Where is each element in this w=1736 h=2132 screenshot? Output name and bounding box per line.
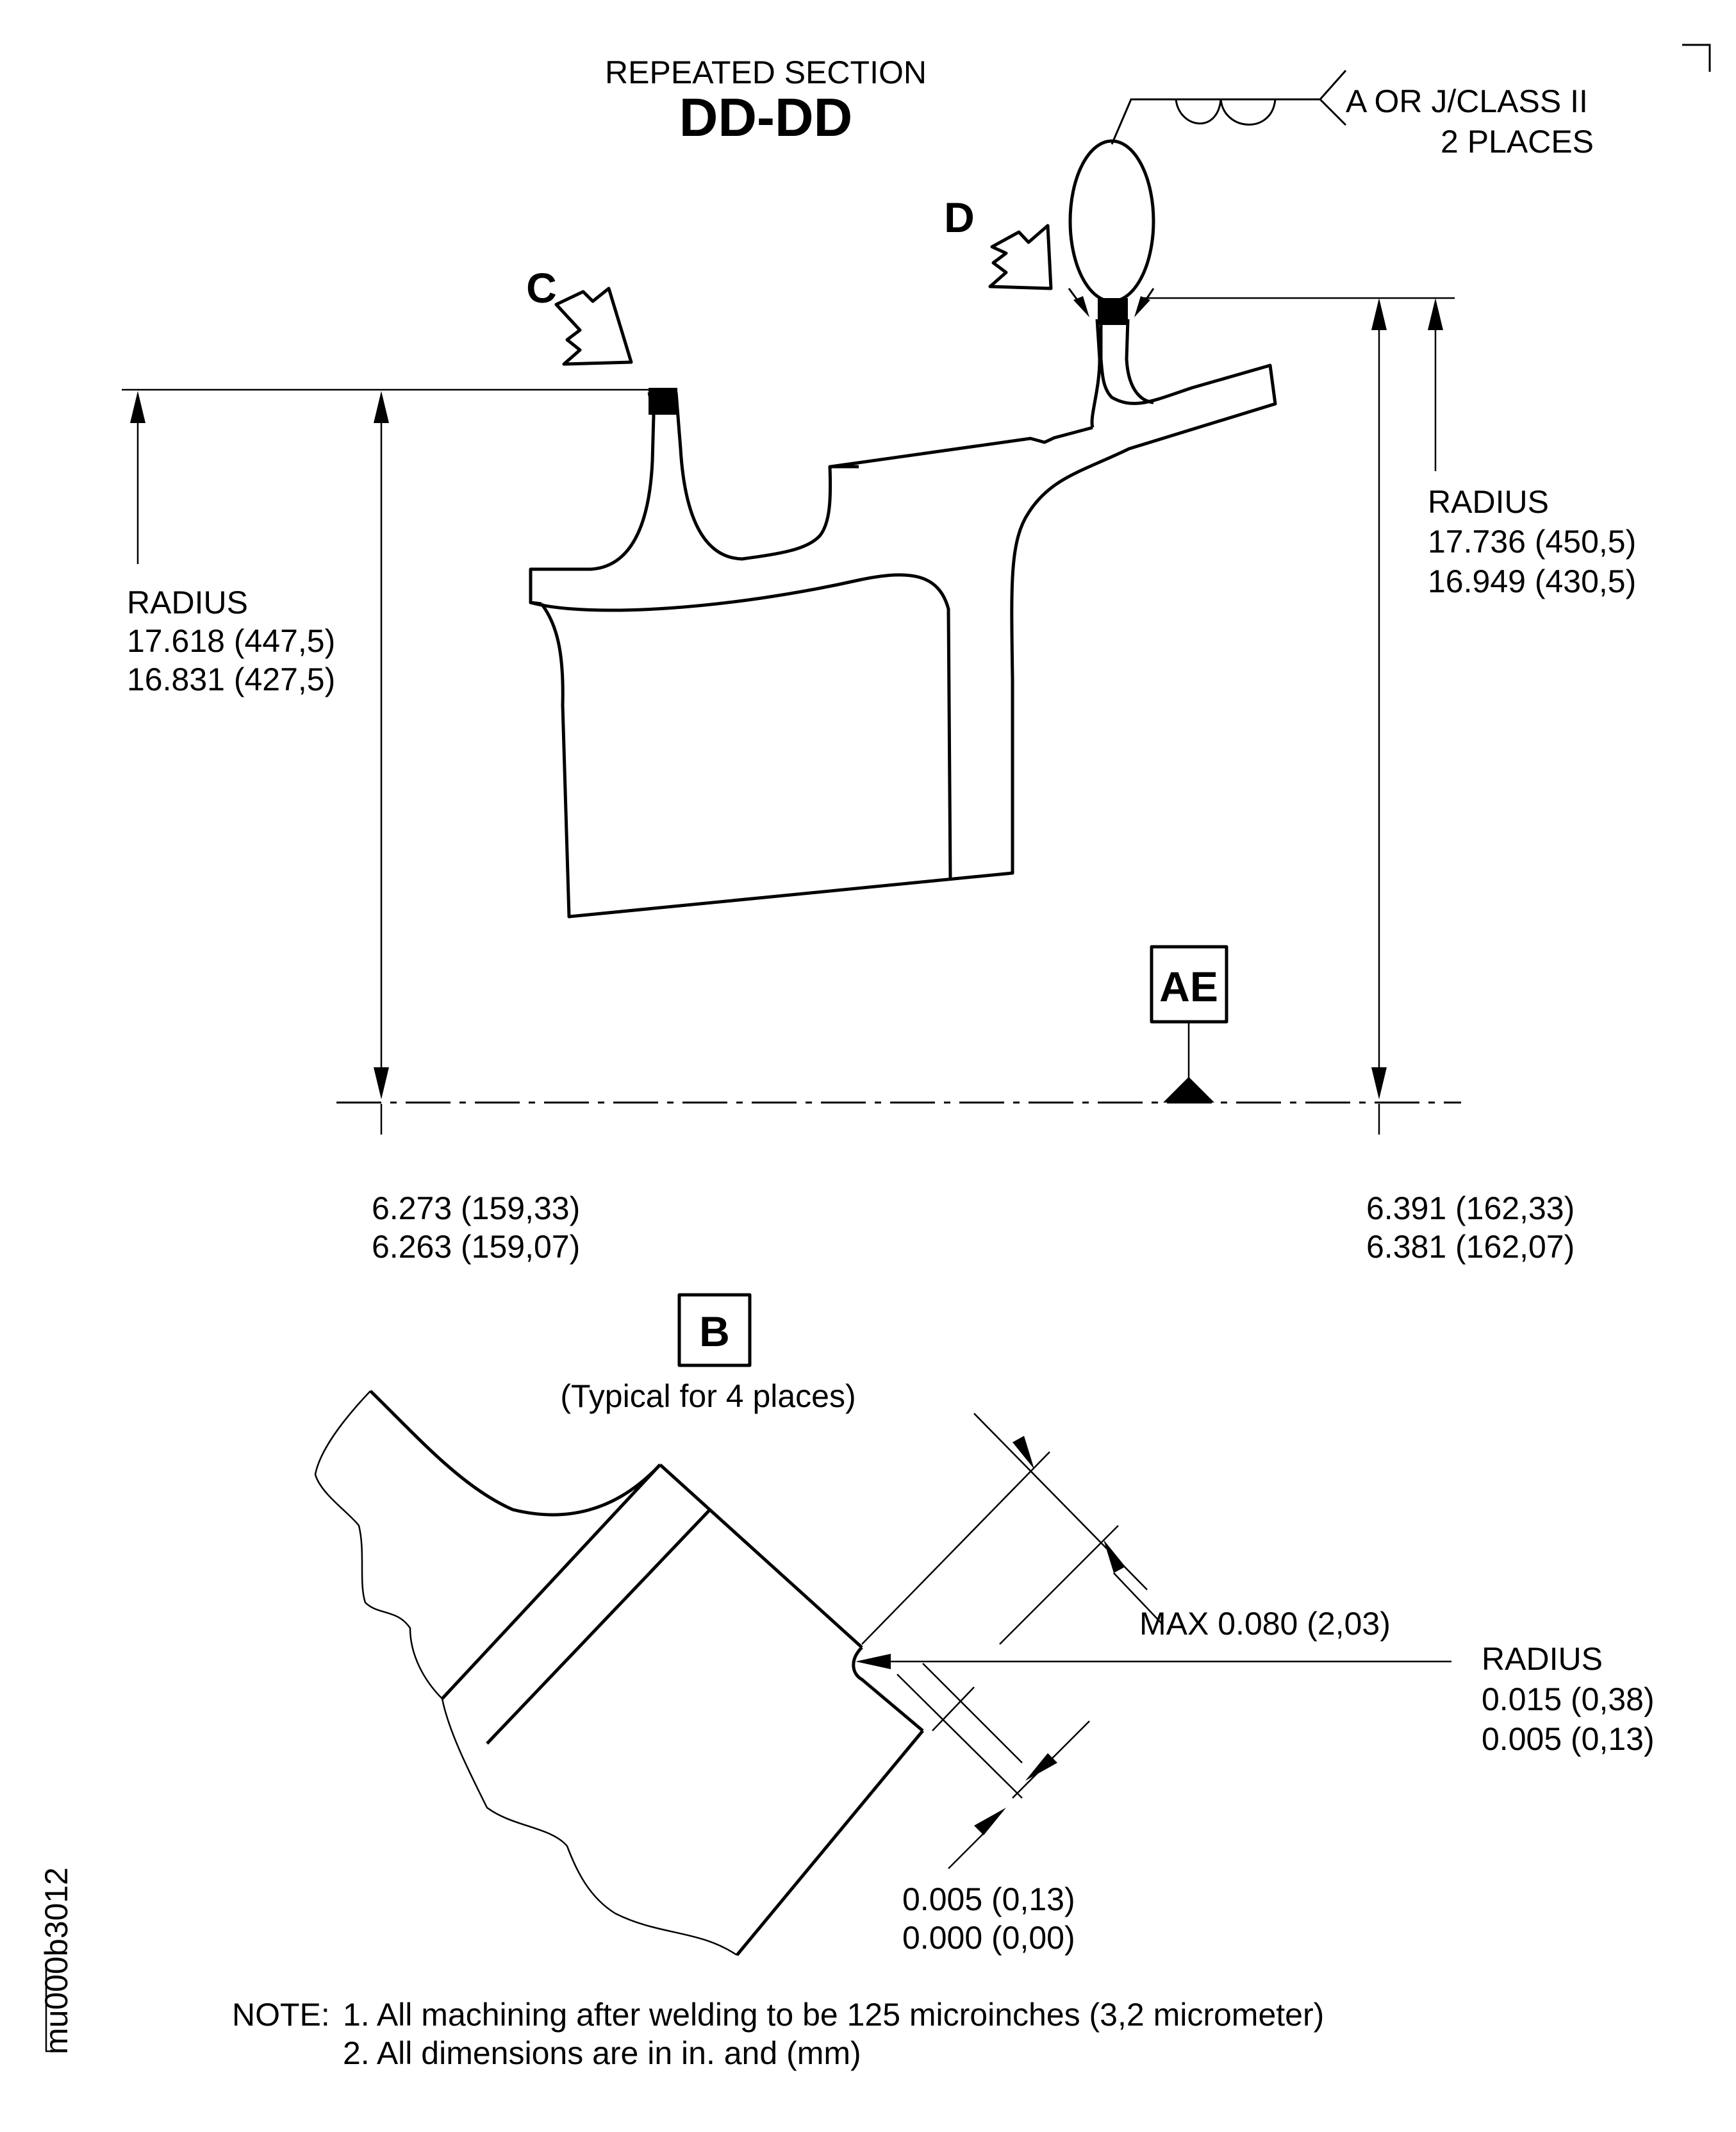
figure-id-label: mu000b3012 <box>38 1867 74 2054</box>
left-bottom-lower: 6.263 (159,07) <box>372 1229 580 1265</box>
datum-ae: AE <box>1150 945 1228 1103</box>
notes: NOTE: 1. All machining after welding to … <box>232 1997 1324 2071</box>
weld-spec-line2: 2 PLACES <box>1441 124 1594 160</box>
view-arrow-d: D <box>944 194 1053 290</box>
detail-b-heading: B (Typical for 4 places) <box>560 1293 856 1414</box>
section-profile <box>529 298 1277 919</box>
detail-b-note: (Typical for 4 places) <box>560 1378 856 1414</box>
right-radius-lower: 16.949 (430,5) <box>1428 563 1636 599</box>
note-prefix: NOTE: <box>232 1997 330 2033</box>
detail-b-profile <box>314 1390 924 1956</box>
right-radius-upper: 17.736 (450,5) <box>1428 524 1636 560</box>
corner-mark <box>1682 44 1711 72</box>
step-dimension: 0.005 (0,13) 0.000 (0,00) <box>897 1663 1090 1956</box>
tip-radius-dimension: RADIUS 0.015 (0,38) 0.005 (0,13) <box>856 1641 1655 1757</box>
step-lower: 0.000 (0,00) <box>902 1920 1075 1956</box>
weld-symbol: A OR J/CLASS II 2 PLACES <box>1068 70 1594 317</box>
detail-b-label: B <box>699 1308 730 1355</box>
left-bottom-upper: 6.273 (159,33) <box>372 1190 580 1226</box>
centerline <box>336 1101 1461 1135</box>
datum-ae-label: AE <box>1159 963 1218 1010</box>
view-arrow-c: C <box>526 264 633 366</box>
left-radius-dimension: RADIUS 17.618 (447,5) 16.831 (427,5) <box>122 388 649 1099</box>
view-arrow-d-label: D <box>944 194 975 241</box>
c-weld-tip <box>649 388 677 415</box>
tip-radius-lower: 0.005 (0,13) <box>1482 1721 1655 1757</box>
weld-spec-line1: A OR J/CLASS II <box>1346 83 1588 119</box>
tip-radius-label: RADIUS <box>1482 1641 1603 1677</box>
view-arrow-c-label: C <box>526 264 557 312</box>
left-radius-upper: 17.618 (447,5) <box>127 623 335 659</box>
right-radius-dimension: RADIUS 17.736 (450,5) 16.949 (430,5) <box>1141 297 1636 1099</box>
step-upper: 0.005 (0,13) <box>902 1881 1075 1917</box>
note-2: 2. All dimensions are in in. and (mm) <box>343 2035 861 2071</box>
max-chamfer-label: MAX 0.080 (2,03) <box>1139 1606 1391 1642</box>
tip-radius-upper: 0.015 (0,38) <box>1482 1681 1655 1717</box>
right-bottom-lower: 6.381 (162,07) <box>1366 1229 1575 1265</box>
section-title: DD-DD <box>679 87 853 147</box>
left-radius-lower: 16.831 (427,5) <box>127 662 335 697</box>
datum-triangle <box>1163 1077 1214 1103</box>
note-1: 1. All machining after welding to be 125… <box>343 1997 1324 2033</box>
max-chamfer-dimension: MAX 0.080 (2,03) <box>861 1413 1391 1645</box>
left-radius-label: RADIUS <box>127 585 248 620</box>
section-label: REPEATED SECTION <box>605 54 927 90</box>
right-radius-label: RADIUS <box>1428 484 1549 520</box>
figure-id: mu000b3012 <box>38 1867 74 2054</box>
right-bottom-upper: 6.391 (162,33) <box>1366 1190 1575 1226</box>
